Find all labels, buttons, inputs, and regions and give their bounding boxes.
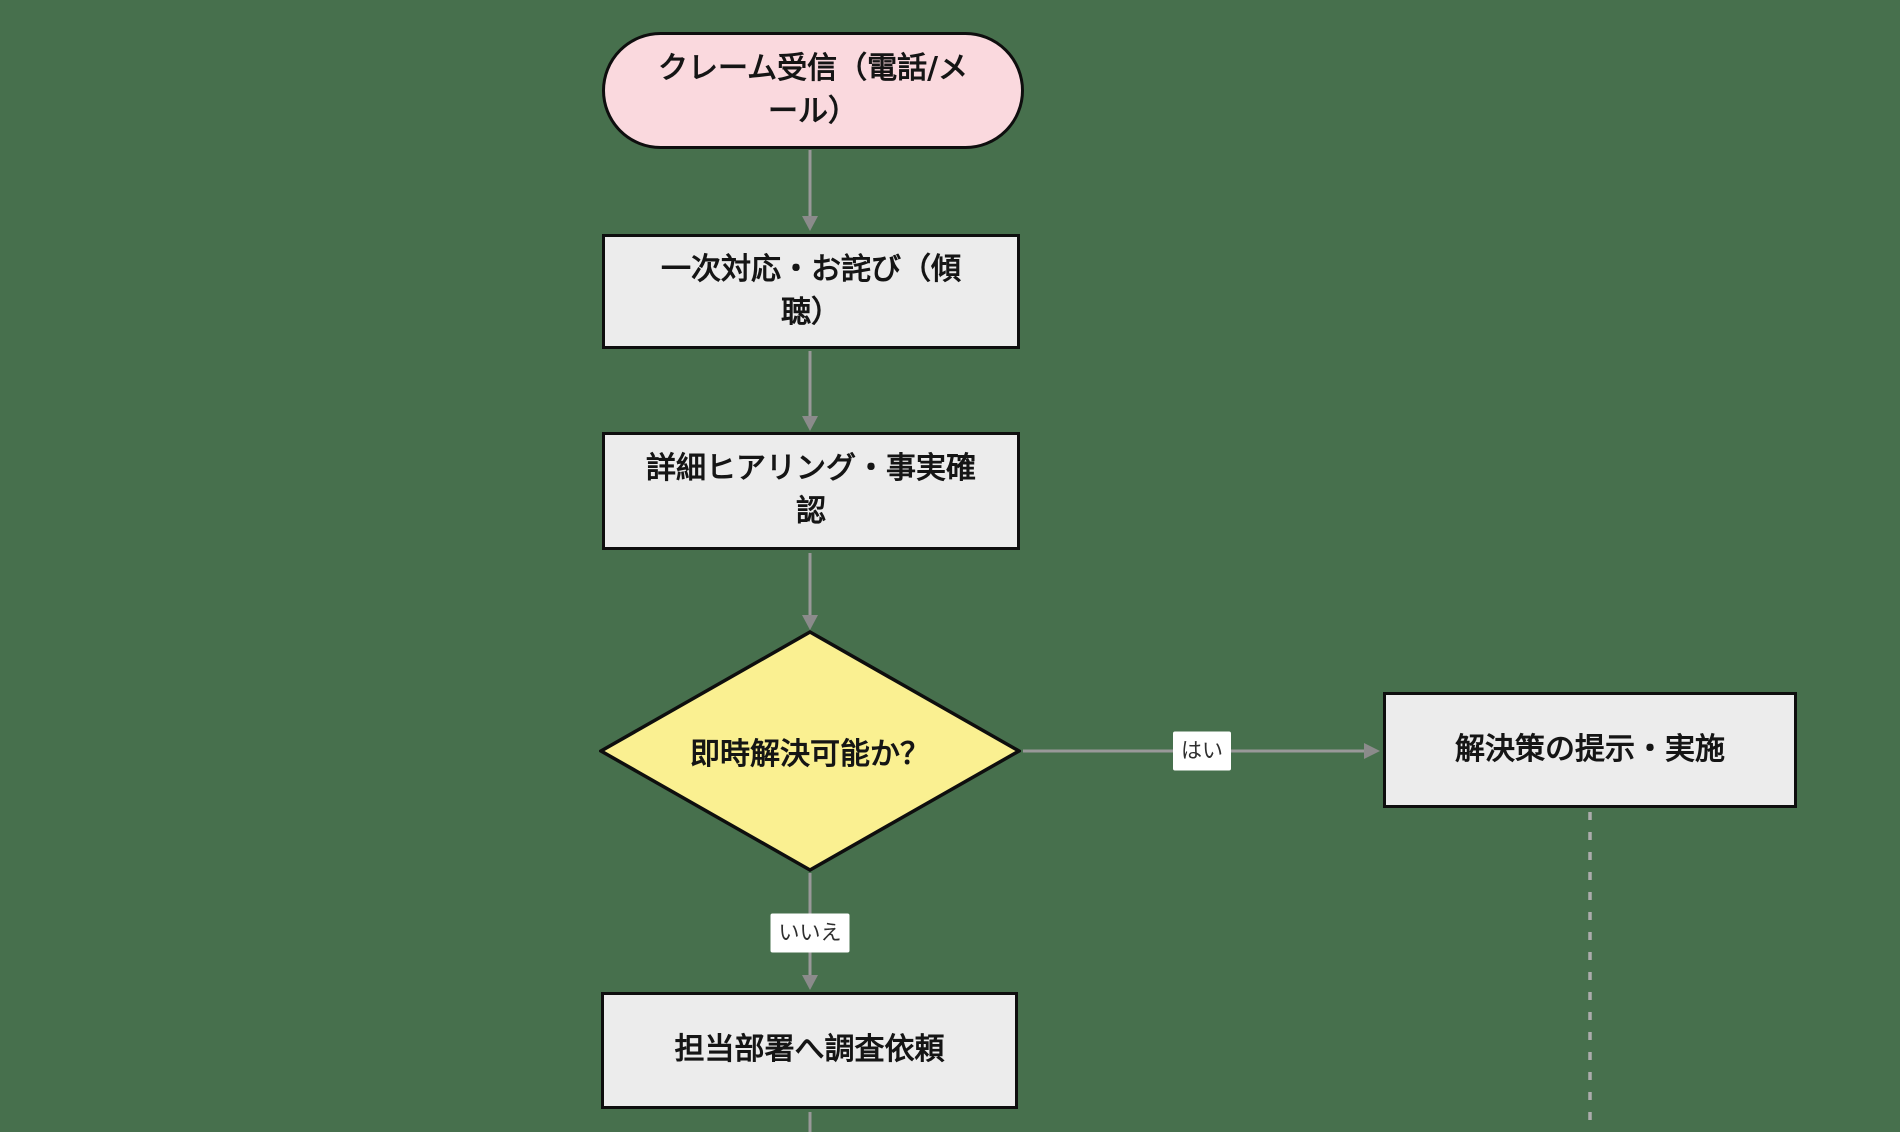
node-detail-hearing: 詳細ヒアリング・事実確 認 [602,432,1020,550]
node-solution-implementation-label: 解決策の提示・実施 [1455,731,1725,767]
decision-diamond-shape [599,630,1021,872]
node-solution-implementation: 解決策の提示・実施 [1383,692,1797,808]
arrowhead-hearing-to-decision [802,615,818,630]
arrowhead-decision-to-investigation [802,975,818,990]
node-investigation-request: 担当部署へ調査依頼 [601,992,1018,1109]
node-detail-hearing-label: 詳細ヒアリング・事実確 認 [646,451,976,529]
node-claim-received: クレーム受信（電話/メ ール） [602,32,1024,149]
arrowhead-decision-to-solution [1364,743,1380,759]
node-initial-response-label: 一次対応・お詫び（傾 聴） [661,251,961,330]
node-initial-response: 一次対応・お詫び（傾 聴） [602,234,1020,349]
node-investigation-request-label: 担当部署へ調査依頼 [674,1032,945,1068]
node-claim-received-label: クレーム受信（電話/メ ール） [657,50,969,129]
node-decision-label: 即時解決可能か？ [690,737,930,772]
edge-label-yes: はい [1173,731,1231,771]
node-decision-immediate-resolution: 即時解決可能か？ [599,630,1021,872]
edge-label-no: いいえ [770,913,850,953]
arrowhead-start-to-initial [802,216,818,231]
arrowhead-initial-to-hearing [802,416,818,431]
